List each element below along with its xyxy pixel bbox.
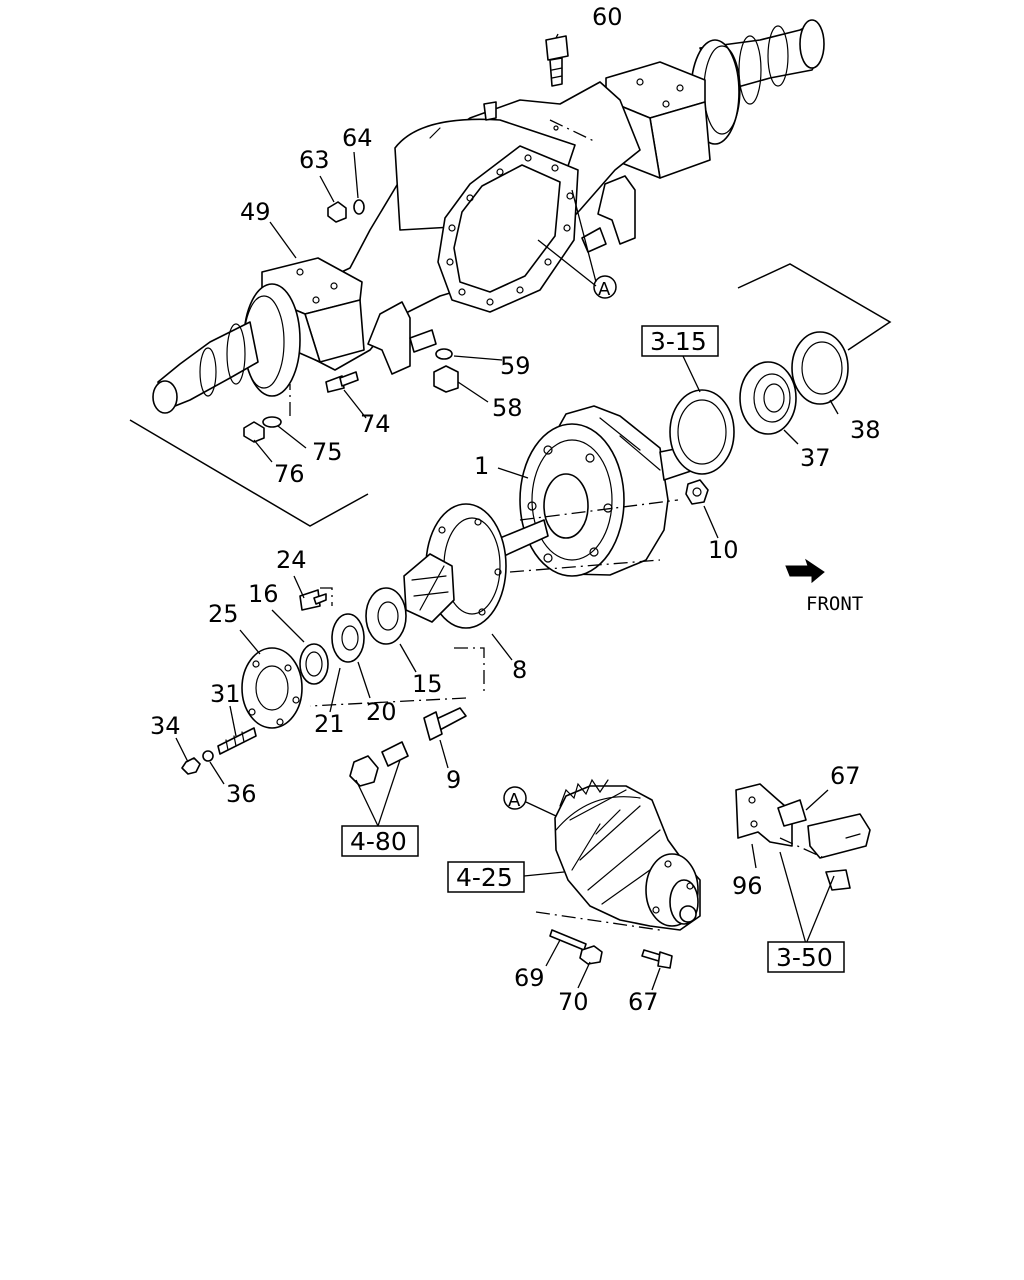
front-label: FRONT	[806, 593, 863, 615]
ref-box-3-50[interactable]: 3-50	[767, 941, 845, 973]
callout-9[interactable]: 9	[446, 766, 461, 794]
callout-38[interactable]: 38	[850, 416, 881, 444]
circled-ref-a-housing[interactable]: A	[593, 275, 617, 300]
callout-75[interactable]: 75	[312, 438, 343, 466]
callout-20[interactable]: 20	[366, 698, 397, 726]
companion-flange-group	[181, 587, 407, 775]
callout-34[interactable]: 34	[150, 712, 181, 740]
ref-box-3-15[interactable]: 3-15	[641, 325, 719, 357]
callouts: 60 64 63 49 59 58 74 75 76 1 38 37 10 24…	[150, 3, 881, 1016]
circled-ref-a-carrier-label: A	[508, 790, 521, 811]
small-hardware	[243, 35, 673, 969]
leader-lines	[129, 33, 892, 991]
callout-67-bracket[interactable]: 67	[830, 762, 861, 790]
callout-58[interactable]: 58	[492, 394, 523, 422]
callout-70[interactable]: 70	[558, 988, 589, 1016]
ref-box-4-25[interactable]: 4-25	[447, 861, 525, 893]
callout-16[interactable]: 16	[248, 580, 279, 608]
callout-10[interactable]: 10	[708, 536, 739, 564]
callout-74[interactable]: 74	[360, 410, 391, 438]
front-arrow-icon	[785, 558, 825, 584]
callout-60[interactable]: 60	[592, 3, 623, 31]
callout-31[interactable]: 31	[210, 680, 241, 708]
callout-36[interactable]: 36	[226, 780, 257, 808]
bracket-assembly	[735, 783, 871, 891]
callout-1[interactable]: 1	[474, 452, 489, 480]
ref-box-3-15-label: 3-15	[650, 327, 707, 356]
ref-box-4-80[interactable]: 4-80	[341, 825, 419, 857]
callout-67-carrier[interactable]: 67	[628, 988, 659, 1016]
ref-box-4-80-label: 4-80	[350, 827, 407, 856]
bearing-and-seal-group	[669, 331, 849, 505]
callout-59[interactable]: 59	[500, 352, 531, 380]
ref-box-3-50-label: 3-50	[776, 943, 833, 972]
ref-box-4-25-label: 4-25	[456, 863, 513, 892]
callout-21[interactable]: 21	[314, 710, 345, 738]
callout-69[interactable]: 69	[514, 964, 545, 992]
callout-8[interactable]: 8	[512, 656, 527, 684]
callout-25[interactable]: 25	[208, 600, 239, 628]
callout-15[interactable]: 15	[412, 670, 443, 698]
callout-96[interactable]: 96	[732, 872, 763, 900]
callout-63[interactable]: 63	[299, 146, 330, 174]
circled-ref-a-carrier[interactable]: A	[503, 786, 527, 811]
callout-49[interactable]: 49	[240, 198, 271, 226]
circled-ref-a-housing-label: A	[598, 279, 611, 300]
differential-carrier	[554, 778, 701, 931]
differential-case	[519, 405, 695, 577]
callout-76[interactable]: 76	[274, 460, 305, 488]
callout-37[interactable]: 37	[800, 444, 831, 472]
callout-64[interactable]: 64	[342, 124, 373, 152]
front-direction-indicator: FRONT	[785, 558, 863, 615]
callout-24[interactable]: 24	[276, 546, 307, 574]
axle-housing	[152, 19, 825, 414]
